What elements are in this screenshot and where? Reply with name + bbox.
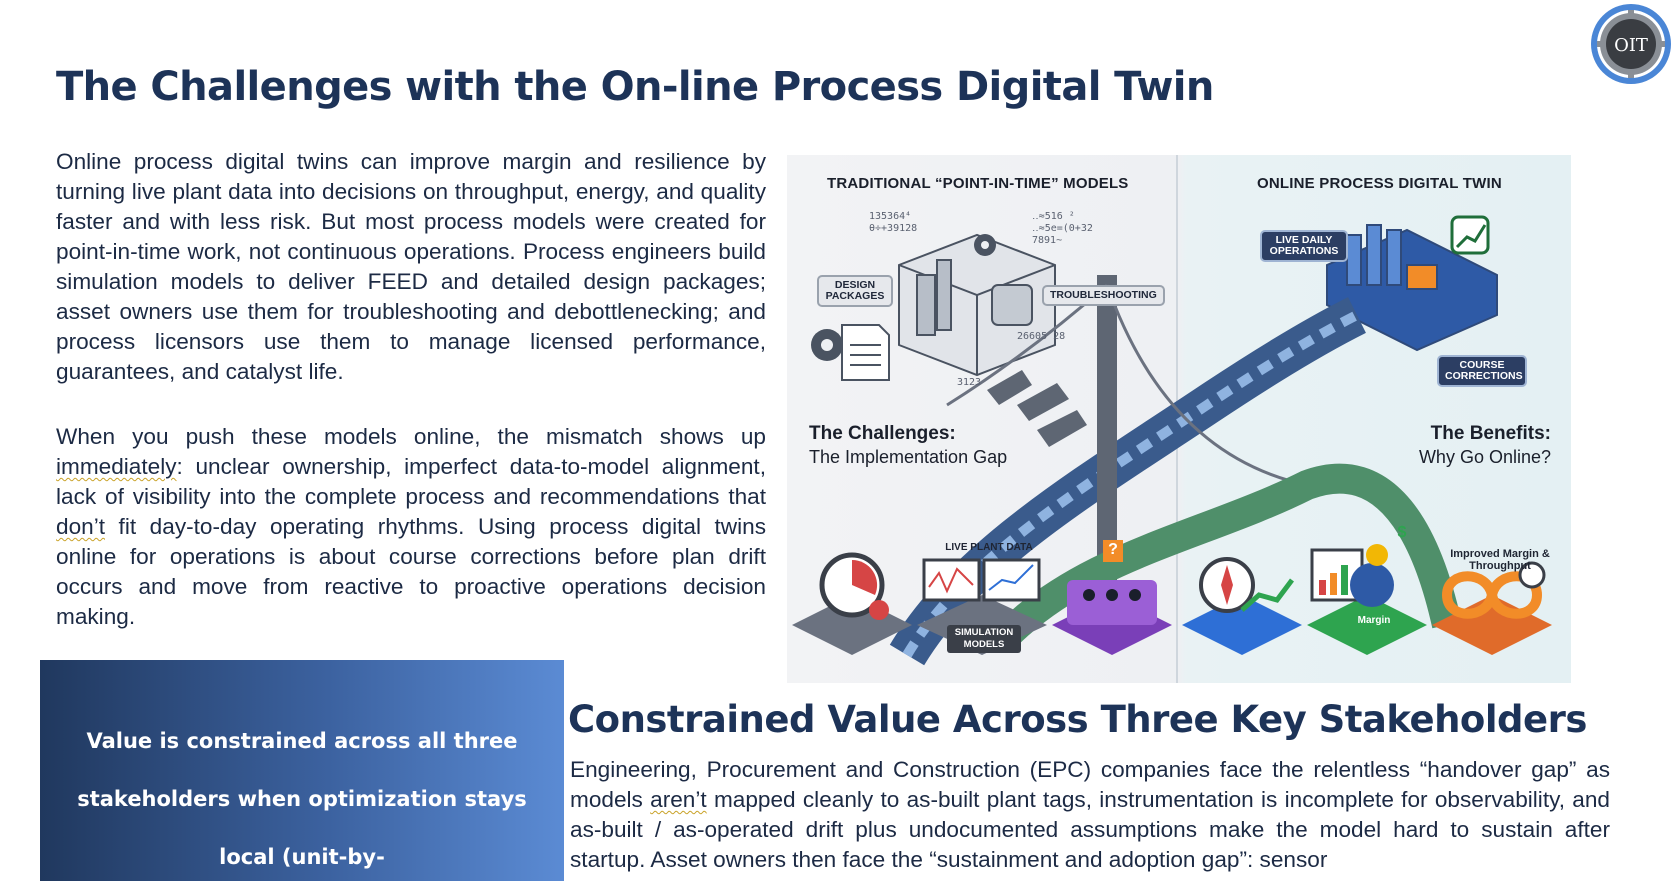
spellcheck-flagged-word: aren’t [650, 787, 707, 812]
tag-live-daily-operations: LIVE DAILY OPERATIONS [1260, 230, 1348, 262]
right-panel-heading: ONLINE PROCESS DIGITAL TWIN [1257, 175, 1502, 192]
scribble-numbers: 3123 [957, 377, 982, 388]
gear-icon [811, 234, 996, 361]
question-mark: ? [1108, 541, 1118, 558]
infographic-illustration [792, 155, 1552, 683]
broken-bridge-left [987, 370, 1087, 447]
intro-paragraph-2: When you push these models online, the m… [56, 422, 766, 632]
tag-course-corrections: COURSE CORRECTIONS [1437, 355, 1527, 387]
oit-logo-badge: OIT [1591, 4, 1671, 84]
scribble-numbers: θ÷+39128 [869, 223, 918, 234]
plant-block-left [898, 233, 1056, 377]
chart-icon [1450, 215, 1490, 255]
paragraph-text: fit day-to-day operating rhythms. Using … [56, 514, 766, 629]
paragraph-text: : unclear ownership, imperfect data-to-m… [56, 454, 766, 509]
tag-troubleshooting: TROUBLESHOOTING [1042, 285, 1165, 306]
paragraph-text: mapped cleanly to as-built plant tags, i… [570, 787, 1610, 872]
left-panel-heading: TRADITIONAL “POINT-IN-TIME” MODELS [827, 175, 1129, 192]
svg-text:OIT: OIT [1614, 35, 1648, 56]
intro-paragraph-1: Online process digital twins can improve… [56, 149, 766, 384]
plant-block-right [1326, 224, 1498, 352]
improved-margin-label: Improved Margin & Throughput [1450, 548, 1550, 572]
oit-logo: OIT [1589, 2, 1673, 86]
spellcheck-flagged-word: don’t [56, 514, 105, 539]
scribble-numbers: ‥≈5e=(0+32 [1032, 223, 1093, 234]
page-title: The Challenges with the On-line Process … [56, 64, 1214, 110]
benefits-title: The Benefits: [1430, 423, 1551, 444]
digital-twin-infographic: TRADITIONAL “POINT-IN-TIME” MODELS ONLIN… [787, 155, 1571, 683]
stopwatch-icon [792, 552, 912, 655]
benefits-subtitle: Why Go Online? [1418, 447, 1551, 467]
scribble-numbers: 135364⁴ [869, 211, 912, 222]
infinity-icon [1432, 561, 1552, 655]
scribble-numbers: 7891~ [1032, 235, 1063, 246]
scribble-numbers: ‥≈516 ² [1032, 211, 1075, 222]
stakeholders-icon [1052, 540, 1172, 655]
callout-text: Value is constrained across all three st… [77, 729, 527, 869]
section-title: Constrained Value Across Three Key Stake… [568, 698, 1587, 741]
compass-icon [1182, 557, 1302, 655]
live-plant-data-label: LIVE PLANT DATA [945, 542, 1033, 553]
paragraph-text: When you push these models online, the m… [56, 424, 766, 449]
tag-design-packages: DESIGN PACKAGES [817, 275, 893, 307]
challenges-subtitle: The Implementation Gap [809, 447, 1008, 467]
scribble-numbers: 26605 28 [1017, 331, 1066, 342]
section-paragraph: Engineering, Procurement and Constructio… [570, 755, 1610, 875]
callout-box: Value is constrained across all three st… [40, 660, 564, 881]
simulation-models-label: SIMULATION MODELS [947, 625, 1021, 653]
margin-badge: Margin [1357, 615, 1391, 626]
spellcheck-flagged-word: immediately [56, 454, 177, 479]
challenges-title: The Challenges: [809, 423, 956, 444]
margin-chart-icon [1307, 544, 1427, 655]
document-icon [841, 324, 890, 381]
paragraph-text: Engineering, Procurement and Constructio… [570, 757, 1610, 812]
dollar-sign: $ [1397, 524, 1407, 541]
